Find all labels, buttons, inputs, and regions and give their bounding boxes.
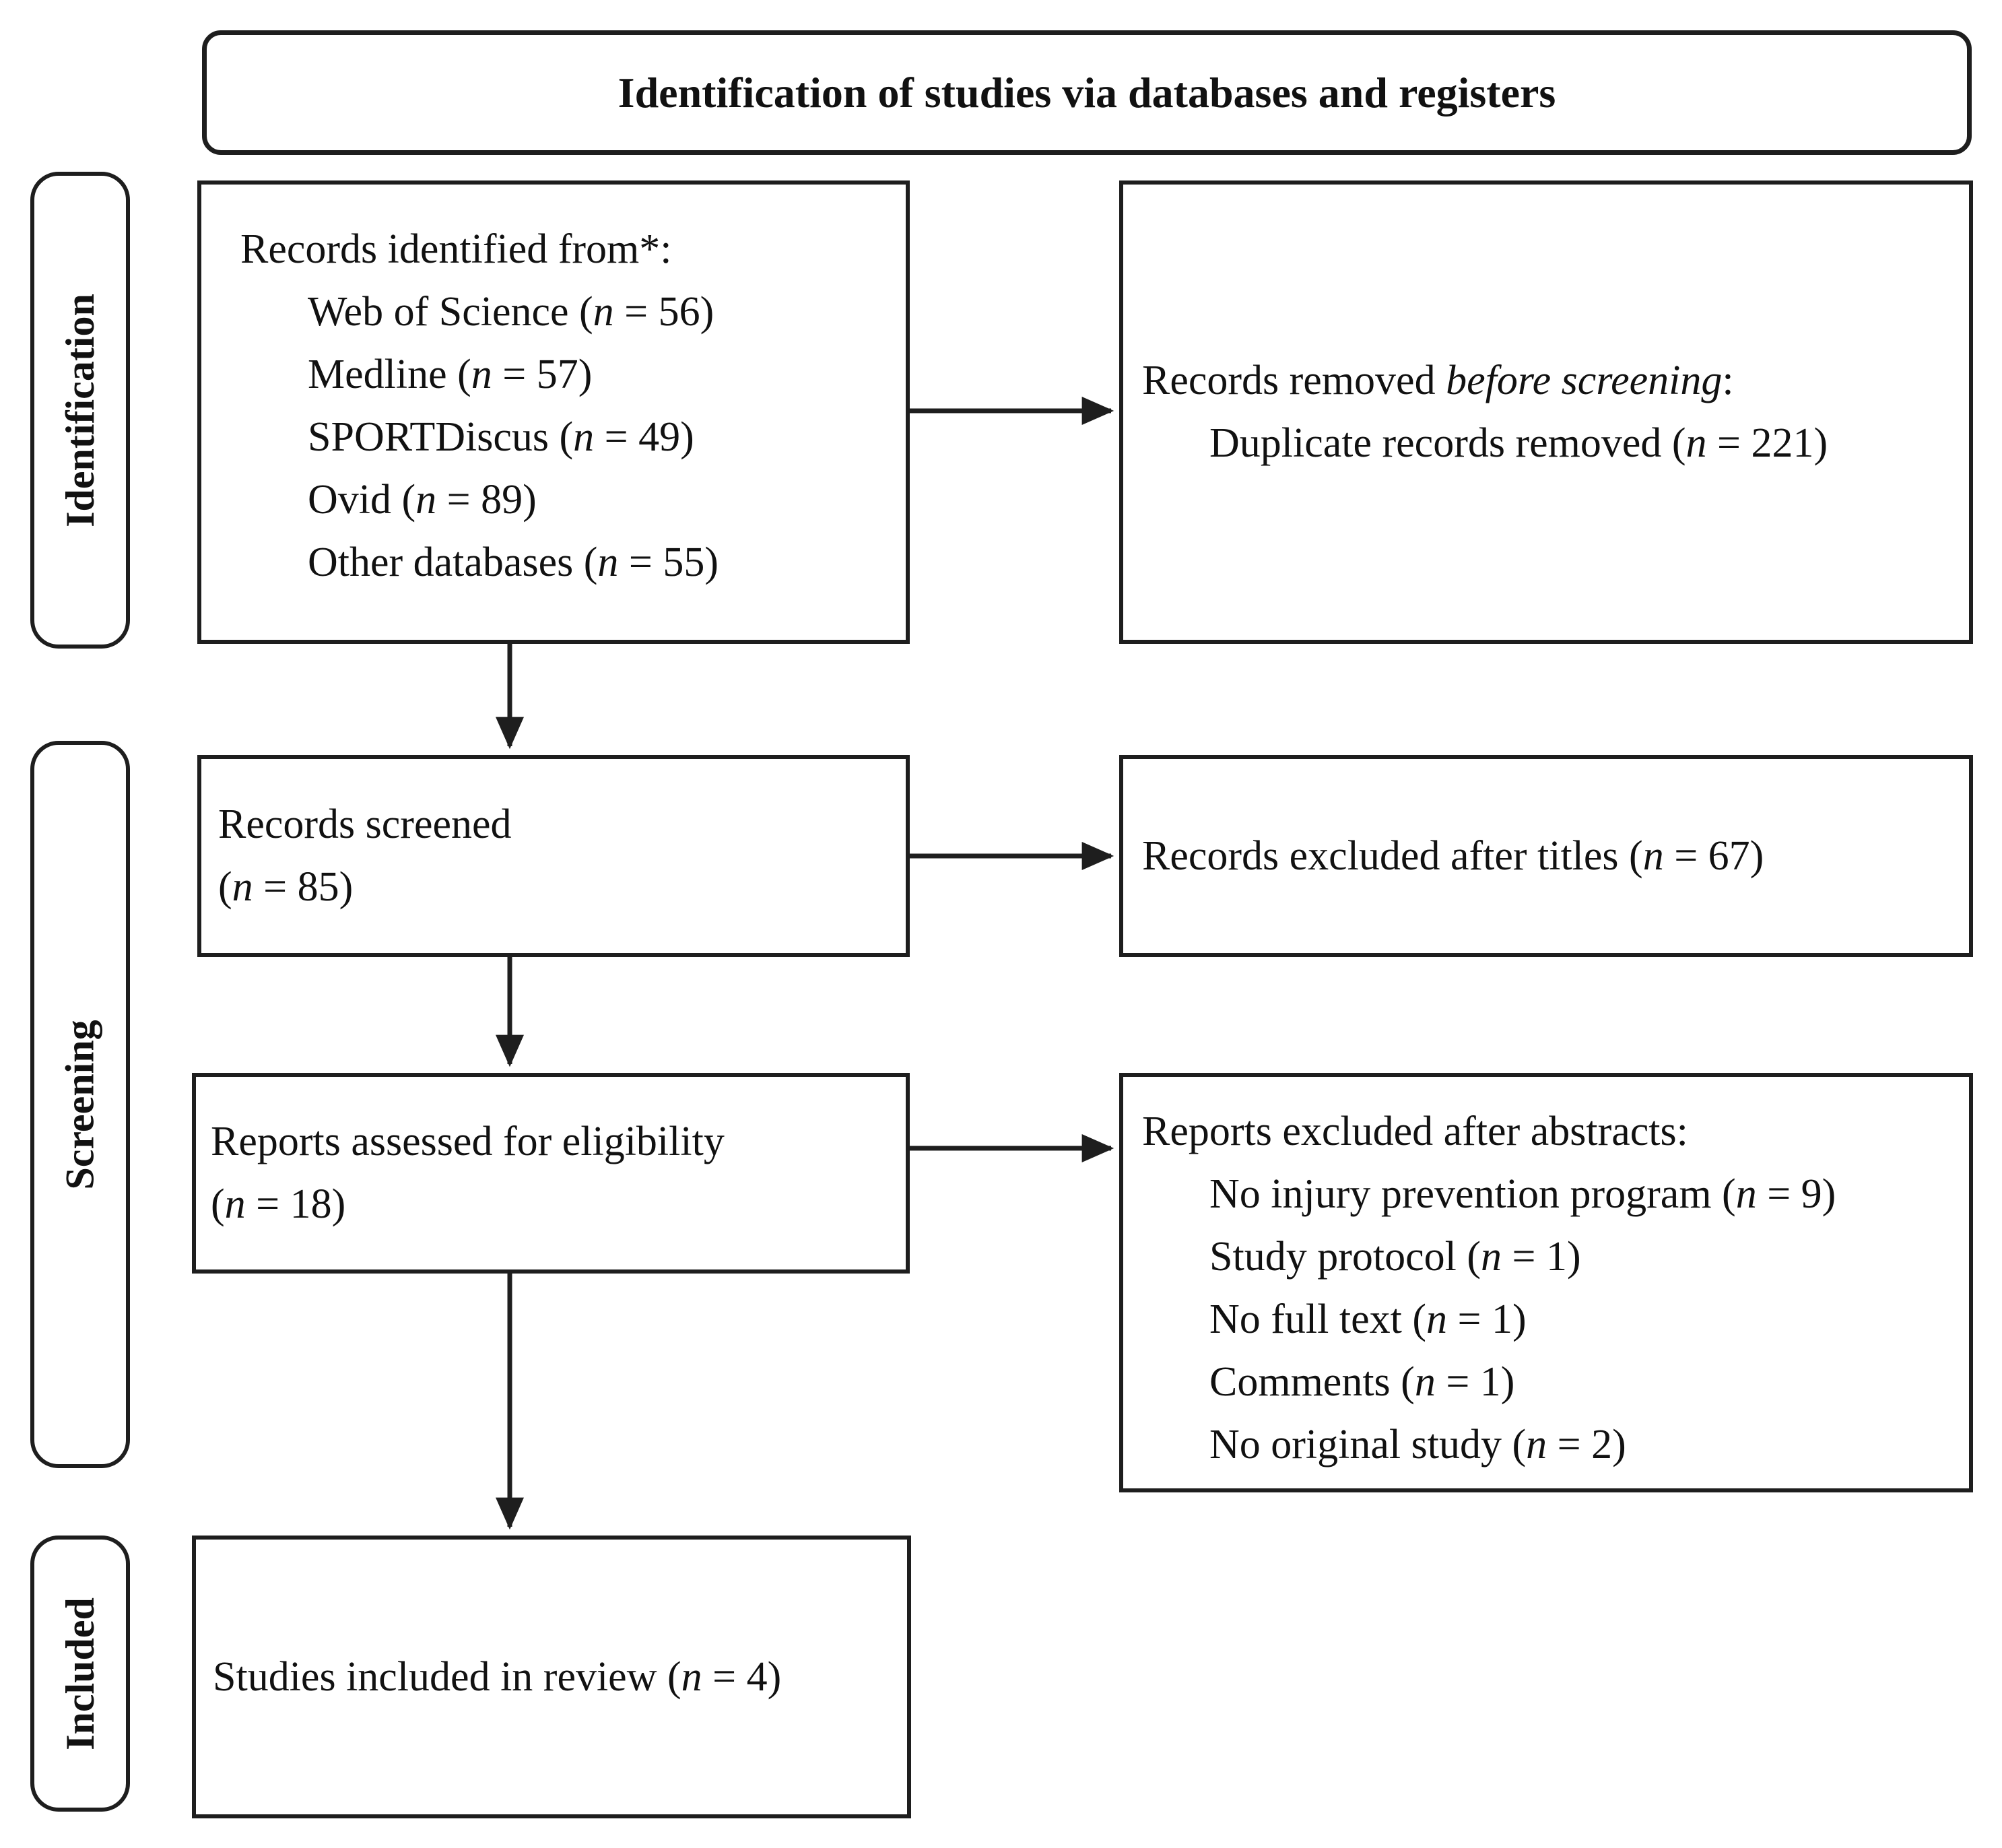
- stage-label-identification-text: Identification: [57, 293, 102, 527]
- stage-label-screening: Screening: [30, 741, 130, 1468]
- title-banner: Identification of studies via databases …: [202, 30, 1972, 155]
- title-text: Identification of studies via databases …: [618, 69, 1556, 117]
- records-excluded-titles-text: Records excluded after titles (n = 67): [1142, 832, 1764, 879]
- box-records-identified: Records identified from*: Web of Science…: [197, 180, 910, 644]
- reports-assessed-text: Reports assessed for eligibility(n = 18): [211, 1119, 725, 1227]
- stage-label-included-text: Included: [57, 1597, 102, 1750]
- records-identified-header: Records identified from*:: [240, 226, 672, 272]
- box-reports-assessed: Reports assessed for eligibility(n = 18): [192, 1073, 910, 1274]
- records-screened-text: Records screened(n = 85): [218, 801, 512, 910]
- box-records-screened: Records screened(n = 85): [197, 755, 910, 957]
- studies-included-text: Studies included in review (n = 4): [213, 1653, 782, 1700]
- reports-excluded-abstracts-items: No injury prevention program (n = 9)Stud…: [1209, 1171, 1836, 1467]
- box-studies-included: Studies included in review (n = 4): [192, 1536, 911, 1818]
- stage-label-screening-text: Screening: [57, 1019, 102, 1190]
- records-removed-header: Records removed before screening:: [1142, 358, 1734, 403]
- box-reports-excluded-abstracts: Reports excluded after abstracts: No inj…: [1119, 1073, 1973, 1492]
- box-records-excluded-titles: Records excluded after titles (n = 67): [1119, 755, 1973, 957]
- reports-excluded-abstracts-header: Reports excluded after abstracts:: [1142, 1109, 1688, 1154]
- records-removed-items: Duplicate records removed (n = 221): [1209, 420, 1828, 466]
- box-records-removed: Records removed before screening: Duplic…: [1119, 180, 1973, 644]
- records-identified-items: Web of Science (n = 56)Medline (n = 57)S…: [308, 289, 719, 585]
- stage-label-identification: Identification: [30, 172, 130, 649]
- stage-label-included: Included: [30, 1536, 130, 1812]
